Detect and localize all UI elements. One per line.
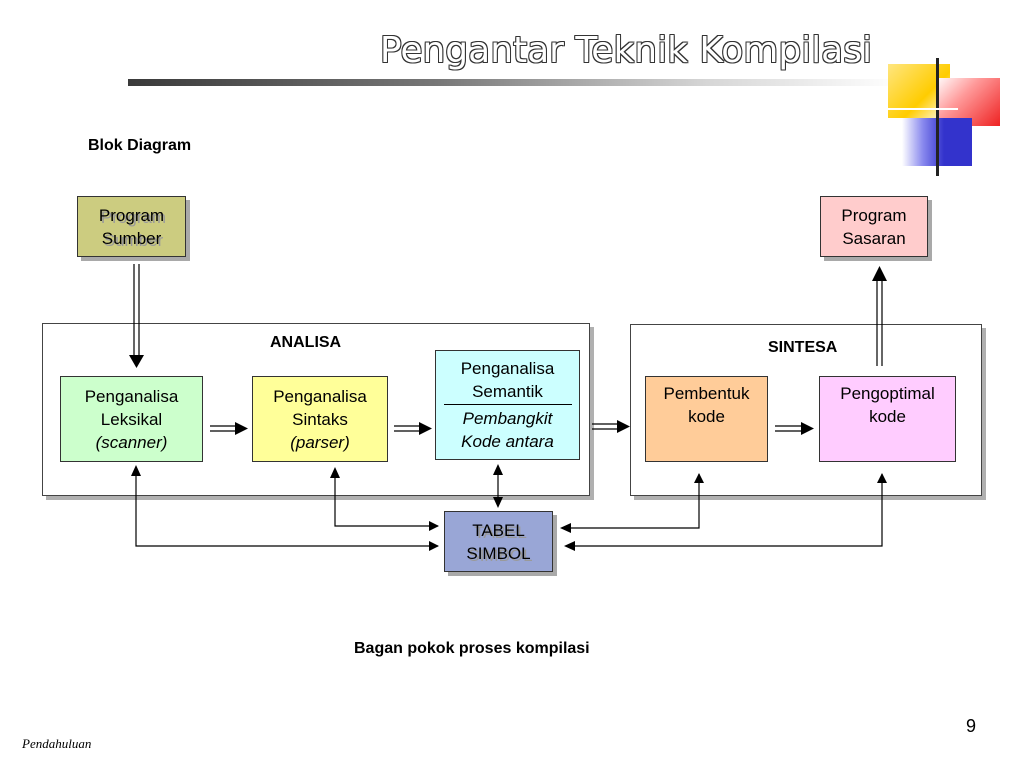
arrow-leksikal-to-sintaks [210, 422, 248, 435]
footer-label: Pendahuluan [22, 736, 92, 751]
semantik-line3: Pembangkit [462, 409, 553, 428]
diagram-caption: Bagan pokok proses kompilasi [354, 640, 590, 657]
program-sumber-line1: Program [98, 205, 165, 225]
arrow-pembentuk-tabel [560, 473, 704, 533]
semantik-divider [443, 404, 572, 405]
arrow-sintaks-to-semantik [394, 422, 432, 435]
leksikal-line3: (scanner) [95, 432, 168, 452]
slide-title: Pengantar Teknik Kompilasi [379, 30, 872, 71]
pengoptimal-line2: kode [869, 407, 906, 426]
program-sumber-box: Program Sumber [77, 196, 186, 257]
logo-horizontal-line [888, 108, 958, 110]
program-sasaran-line1: Program [841, 205, 907, 225]
arrow-sintaks-tabel [330, 467, 439, 531]
semantik-line1: Penganalisa [460, 359, 555, 378]
sintaks-line2: Sintaks [292, 409, 348, 429]
leksikal-line1: Penganalisa [84, 386, 179, 406]
sintesa-label: SINTESA [768, 339, 838, 356]
program-sasaran-line2: Sasaran [842, 228, 906, 248]
tabel-simbol-line1: TABEL [472, 520, 525, 540]
section-heading: Blok Diagram [88, 137, 192, 154]
pembentuk-line1: Pembentuk [663, 384, 750, 403]
arrow-semantik-tabel [493, 464, 503, 508]
program-sasaran-box: Program Sasaran [820, 196, 928, 257]
semantik-line2: Semantik [472, 382, 543, 401]
pengoptimal-kode-box: Pengoptimal kode [819, 376, 956, 462]
arrow-sintesa-to-sasaran [872, 266, 887, 366]
tabel-simbol-line2: SIMBOL [466, 543, 531, 563]
leksikal-line2: Leksikal [100, 409, 163, 429]
arrow-pembentuk-to-pengoptimal [775, 422, 814, 435]
title-underline [128, 79, 900, 86]
decorative-logo [886, 56, 1006, 176]
page-number: 9 [965, 716, 976, 736]
arrow-leksikal-tabel [131, 465, 439, 551]
penganalisa-semantik-box: Penganalisa Semantik Pembangkit Kode ant… [435, 350, 580, 460]
pengoptimal-line1: Pengoptimal [840, 384, 935, 403]
analisa-label: ANALISA [270, 334, 342, 351]
logo-vertical-line [936, 58, 939, 176]
sintaks-line3: (parser) [290, 432, 350, 452]
tabel-simbol-box: TABEL SIMBOL [444, 511, 553, 572]
pembentuk-line2: kode [688, 407, 725, 426]
penganalisa-leksikal-box: Penganalisa Leksikal (scanner) [60, 376, 203, 462]
sintaks-line1: Penganalisa [273, 386, 367, 406]
arrow-pengoptimal-tabel [564, 473, 887, 551]
program-sumber-line2: Sumber [101, 228, 162, 248]
semantik-line4: Kode antara [461, 432, 554, 451]
arrow-sumber-to-leksikal [129, 264, 144, 368]
penganalisa-sintaks-box: Penganalisa Sintaks (parser) [252, 376, 388, 462]
pembentuk-kode-box: Pembentuk kode [645, 376, 768, 462]
arrow-analisa-to-sintesa [592, 420, 630, 433]
